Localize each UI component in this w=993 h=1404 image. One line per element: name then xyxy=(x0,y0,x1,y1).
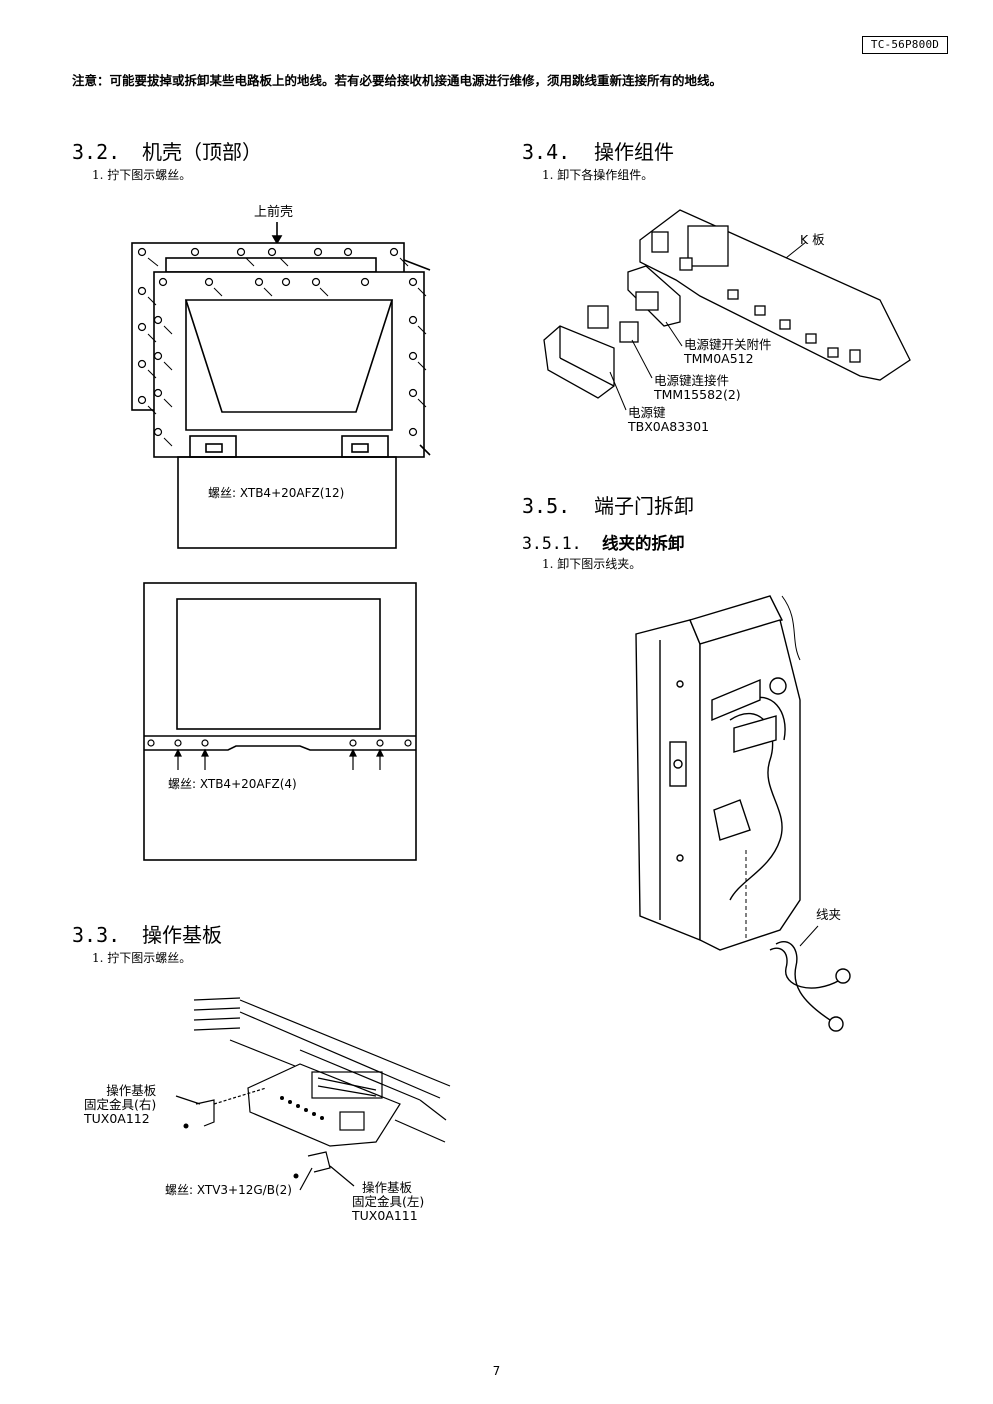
bottom-screw-label: 螺丝: XTB4+20AFZ(4) xyxy=(168,777,297,791)
section-title: 操作组件 xyxy=(594,140,674,164)
subsection-title: 线夹的拆卸 xyxy=(602,534,685,553)
section-number: 3.4. xyxy=(522,140,571,164)
subsection-number: 3.5.1. xyxy=(522,534,582,553)
k-board-label: K 板 xyxy=(800,232,825,247)
section-3-3-step: 1. 拧下图示螺丝。 xyxy=(92,951,192,965)
section-3-5-1-step: 1. 卸下图示线夹。 xyxy=(542,557,642,571)
notice-text: 注意：可能要拔掉或拆卸某些电路板上的地线。若有必要给接收机接通电源进行维修，须用… xyxy=(72,73,723,88)
power-key-name: 电源键 xyxy=(628,405,666,420)
page-number: 7 xyxy=(492,1364,501,1378)
bracket-left-line2: 固定金具(左) xyxy=(352,1194,425,1209)
section-3-4-step: 1. 卸下各操作组件。 xyxy=(542,168,654,182)
attachment-name: 电源键开关附件 xyxy=(684,337,772,352)
bracket-right-line2: 固定金具(右) xyxy=(84,1097,157,1112)
section-3-2-step: 1. 拧下图示螺丝。 xyxy=(92,168,192,182)
upper-front-cabinet-label: 上前壳 xyxy=(254,205,294,220)
bracket-right-part: TUX0A112 xyxy=(84,1111,150,1126)
model-number: TC-56P800D xyxy=(862,36,948,54)
section-title: 机壳（顶部） xyxy=(142,140,262,164)
section-3-5-heading: 3.5. 端子门拆卸 xyxy=(522,490,694,519)
bracket-left-line1: 操作基板 xyxy=(362,1180,413,1195)
section-number: 3.3. xyxy=(72,923,121,947)
bracket-left-label: 操作基板 固定金具(左) TUX0A111 xyxy=(352,1181,424,1223)
connector-name: 电源键连接件 xyxy=(654,373,730,388)
power-key-label: 电源键 TBX0A83301 xyxy=(628,406,709,434)
section-3-2-heading: 3.2. 机壳（顶部） xyxy=(72,136,262,165)
section-title: 操作基板 xyxy=(142,923,222,947)
connector-part: TMM15582(2) xyxy=(654,387,741,402)
bracket-right-label: 操作基板 固定金具(右) TUX0A112 xyxy=(84,1083,157,1126)
power-key-part: TBX0A83301 xyxy=(628,419,710,434)
bracket-right-line1: 操作基板 xyxy=(106,1083,157,1098)
connector-label: 电源键连接件 TMM15582(2) xyxy=(654,374,741,402)
operation-board-screw-label: 螺丝: XTV3+12G/B(2) xyxy=(165,1183,292,1197)
section-title: 端子门拆卸 xyxy=(594,494,694,518)
section-3-5-1-heading: 3.5.1. 线夹的拆卸 xyxy=(522,530,685,554)
section-3-3-heading: 3.3. 操作基板 xyxy=(72,919,222,948)
attachment-part: TMM0A512 xyxy=(684,351,754,366)
section-number: 3.5. xyxy=(522,494,571,518)
section-number: 3.2. xyxy=(72,140,121,164)
top-screw-label: 螺丝: XTB4+20AFZ(12) xyxy=(208,486,345,500)
wire-clamp-label: 线夹 xyxy=(816,907,842,922)
bracket-left-part: TUX0A111 xyxy=(352,1208,418,1223)
attachment-label: 电源键开关附件 TMM0A512 xyxy=(684,338,772,366)
section-3-4-heading: 3.4. 操作组件 xyxy=(522,136,674,165)
